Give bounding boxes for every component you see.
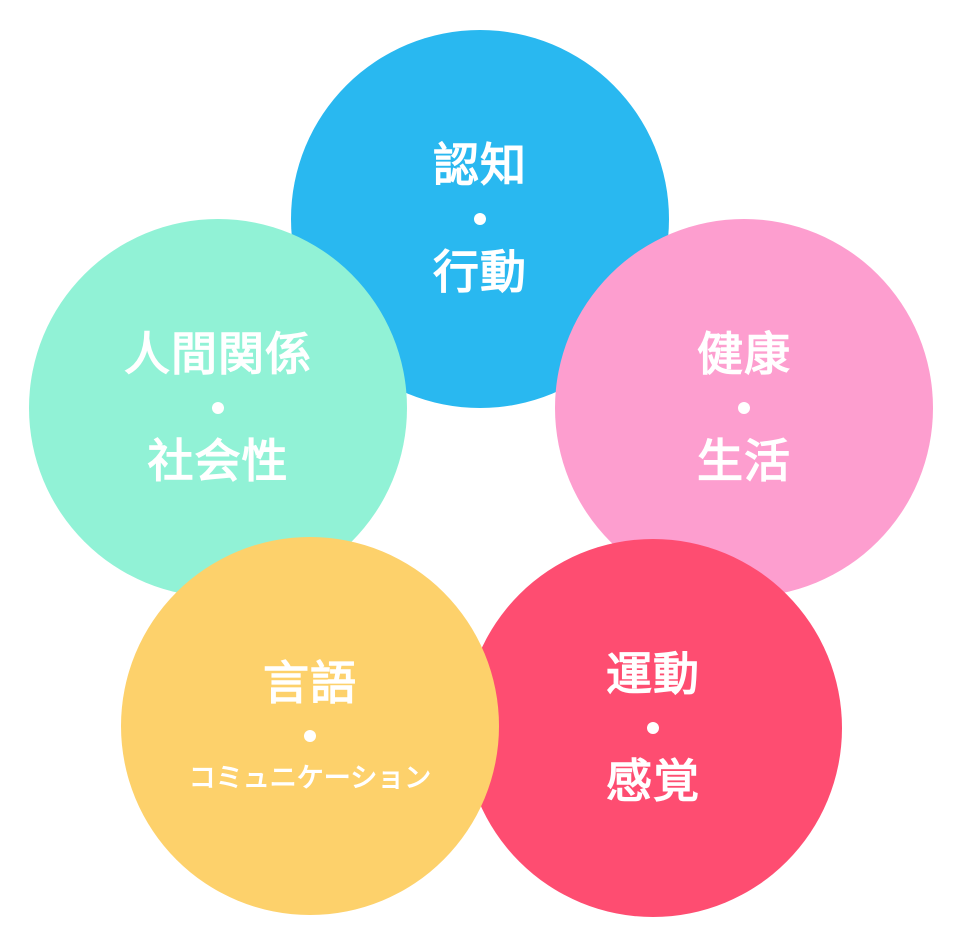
separator-dot [212,402,224,414]
circle-label-bottom: 社会性 [147,434,289,488]
circle-label-bottom: 生活 [697,434,791,488]
separator-dot [474,213,486,225]
circle-label-bottom: コミュニケーション [188,763,432,795]
circle-label-top: 言語 [263,655,357,710]
separator-dot [738,402,750,414]
circle-motor-sensory: 運動 感覚 [464,539,842,917]
circle-label-bottom: 感覚 [606,754,700,808]
separator-dot [304,730,316,743]
separator-dot [647,722,659,734]
circle-label-bottom: 行動 [433,245,527,299]
circle-relationships-sociality: 人間関係 社会性 [29,219,407,597]
circle-label-top: 人間関係 [124,327,312,382]
circle-label-top: 運動 [606,647,700,702]
circle-label-top: 認知 [433,138,527,193]
circle-label-top: 健康 [697,327,791,382]
circle-language-communication: 言語 コミュニケーション [121,537,499,915]
circle-health-life: 健康 生活 [555,219,933,597]
